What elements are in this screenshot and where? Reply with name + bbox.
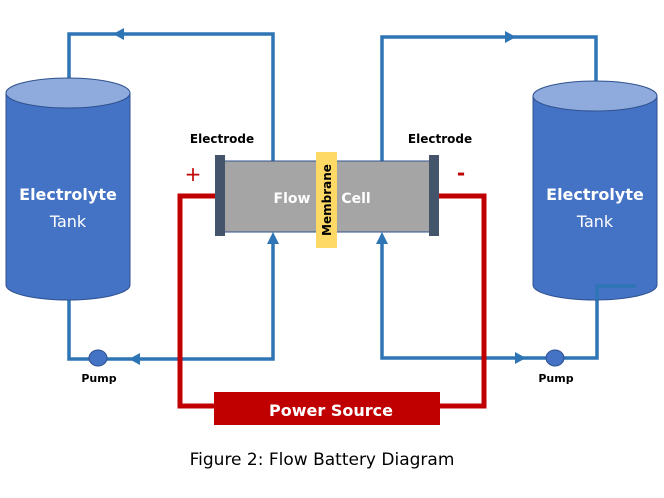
arrow-up-left-cell-icon [267,232,279,244]
right-pump-label: Pump [538,372,573,385]
cell-label-flow: Flow [274,191,311,207]
arrow-up-right-cell-icon [376,232,388,244]
negative-wire [439,193,487,409]
right-electrode [429,155,439,236]
arrow-left-top-icon [113,28,124,40]
right-tank-internal-pipe [595,284,636,300]
arrow-left-bottom-icon [129,353,140,365]
right-electrolyte-tank: Electrolyte Tank [532,80,658,301]
left-return-pipe [67,32,275,161]
right-pump: Pump [538,349,574,385]
left-tank-title: Electrolyte [19,185,117,204]
flow-arrows [113,28,526,365]
left-pump-icon [88,349,108,367]
left-electrode-label: Electrode [190,132,254,146]
membrane-label: Membrane [320,164,334,236]
negative-sign: - [457,161,465,185]
right-electrode-label: Electrode [408,132,472,146]
membrane [316,152,337,248]
arrow-right-bottom-icon [515,352,526,364]
wires [177,193,487,409]
power-source-box [214,392,440,425]
cell-label-cell: Cell [341,191,370,207]
left-pump: Pump [81,349,117,385]
positive-wire [177,193,216,409]
right-pump-icon [545,349,565,367]
left-electrolyte-tank: Electrolyte Tank [5,77,131,301]
right-tank-title: Electrolyte [546,185,644,204]
left-pump-label: Pump [81,372,116,385]
power-source-label: Power Source [269,401,393,420]
right-return-pipe [380,35,598,161]
arrow-right-top-icon [505,31,516,43]
left-tank-subtitle: Tank [49,212,87,231]
figure-caption: Figure 2: Flow Battery Diagram [190,450,455,470]
left-supply-pipe [67,238,275,361]
left-electrode [215,155,225,236]
right-tank-subtitle: Tank [576,212,614,231]
positive-sign: + [185,162,202,186]
